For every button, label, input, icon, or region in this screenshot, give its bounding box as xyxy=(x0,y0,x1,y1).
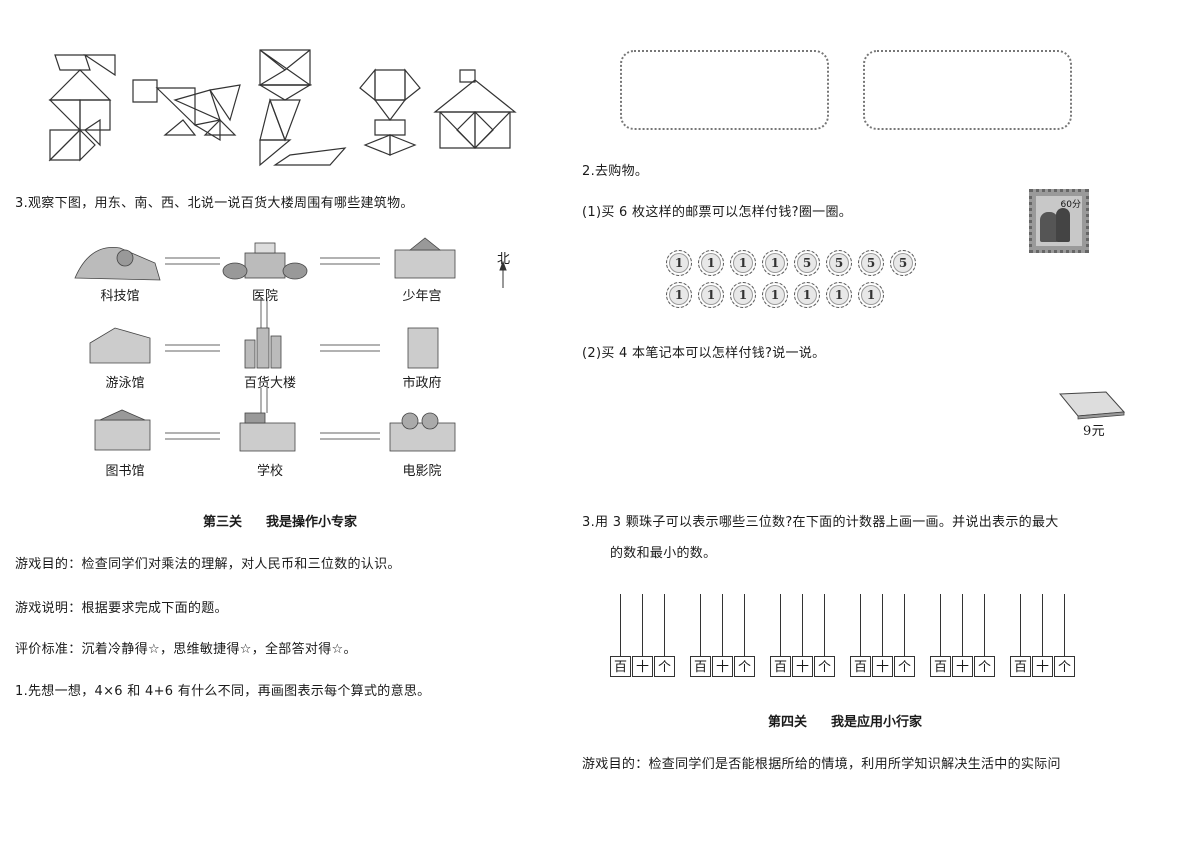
tangram-figures xyxy=(48,49,517,167)
abacus-place-label: 个 xyxy=(1054,656,1075,677)
label-yiyuan: 医院 xyxy=(251,289,278,304)
section-4-goal: 游戏目的：检查同学们是否能根据所给的情境，利用所学知识解决生活中的实际问 xyxy=(582,757,1061,772)
coin[interactable]: 1 xyxy=(666,250,692,276)
coin[interactable]: 5 xyxy=(858,250,884,276)
section-3-instructions: 游戏说明：根据要求完成下面的题。 xyxy=(15,601,228,616)
abacus-place-label: 个 xyxy=(814,656,835,677)
section-4-title: 第四关 xyxy=(768,715,808,730)
abacus-rod[interactable] xyxy=(882,594,883,656)
coin[interactable]: 1 xyxy=(826,282,852,308)
coin[interactable]: 1 xyxy=(666,282,692,308)
abacus-rod[interactable] xyxy=(904,594,905,656)
abacus-place-label: 十 xyxy=(792,656,813,677)
label-baihuo: 百货大楼 xyxy=(243,376,296,391)
abacus-rod[interactable] xyxy=(802,594,803,656)
abacus-rod[interactable] xyxy=(664,594,665,656)
section-3-title: 第三关 xyxy=(203,515,243,530)
label-shizheng: 市政府 xyxy=(402,376,442,391)
abacus-counter[interactable]: 百十个 xyxy=(850,594,916,684)
coin[interactable]: 5 xyxy=(890,250,916,276)
coin[interactable]: 5 xyxy=(794,250,820,276)
coin[interactable]: 1 xyxy=(698,282,724,308)
north-label: 北 xyxy=(497,252,511,267)
question-2-2: (2)买 4 本笔记本可以怎样付钱?说一说。 xyxy=(582,346,826,361)
question-3-observe: 3.观察下图，用东、南、西、北说一说百货大楼周围有哪些建筑物。 xyxy=(15,196,414,211)
notebook-price: 9元 xyxy=(1083,424,1105,439)
section-3-name: 我是操作小专家 xyxy=(266,515,358,530)
abacus-place-label: 百 xyxy=(930,656,951,677)
abacus-place-label: 十 xyxy=(632,656,653,677)
abacus-group: 百十个百十个百十个百十个百十个百十个 xyxy=(610,594,1080,684)
abacus-rod[interactable] xyxy=(860,594,861,656)
abacus-place-label: 百 xyxy=(690,656,711,677)
coin[interactable]: 1 xyxy=(730,282,756,308)
coin[interactable]: 1 xyxy=(762,282,788,308)
question-1: 1.先想一想，4×6 和 4+6 有什么不同，再画图表示每个算式的意思。 xyxy=(15,684,431,699)
question-2: 2.去购物。 xyxy=(582,164,649,179)
abacus-place-label: 十 xyxy=(952,656,973,677)
abacus-rod[interactable] xyxy=(642,594,643,656)
label-shaonian: 少年宫 xyxy=(402,289,442,304)
section-3-goal: 游戏目的：检查同学们对乘法的理解，对人民币和三位数的认识。 xyxy=(15,557,401,572)
coin[interactable]: 1 xyxy=(794,282,820,308)
abacus-place-label: 百 xyxy=(770,656,791,677)
coin[interactable]: 1 xyxy=(858,282,884,308)
label-tushu: 图书馆 xyxy=(105,464,145,479)
question-3-line-1: 3.用 3 颗珠子可以表示哪些三位数?在下面的计数器上画一画。并说出表示的最大 xyxy=(582,515,1059,530)
abacus-place-label: 十 xyxy=(872,656,893,677)
abacus-counter[interactable]: 百十个 xyxy=(770,594,836,684)
abacus-rod[interactable] xyxy=(824,594,825,656)
coin[interactable]: 1 xyxy=(698,250,724,276)
question-2-1: (1)买 6 枚这样的邮票可以怎样付钱?圈一圈。 xyxy=(582,205,853,220)
abacus-counter[interactable]: 百十个 xyxy=(690,594,756,684)
stamp-image: 60分 xyxy=(1029,189,1089,253)
notebook-image xyxy=(1058,391,1126,420)
label-dianying: 电影院 xyxy=(402,464,442,479)
abacus-place-label: 百 xyxy=(610,656,631,677)
section-4-heading: 第四关 我是应用小行家 xyxy=(768,711,922,730)
abacus-place-label: 百 xyxy=(850,656,871,677)
abacus-place-label: 个 xyxy=(654,656,675,677)
question-3-line-2: 的数和最小的数。 xyxy=(610,546,717,561)
abacus-place-label: 个 xyxy=(974,656,995,677)
abacus-rod[interactable] xyxy=(1042,594,1043,656)
abacus-rod[interactable] xyxy=(700,594,701,656)
abacus-place-label: 个 xyxy=(734,656,755,677)
answer-box-left[interactable] xyxy=(620,50,829,130)
label-youyong: 游泳馆 xyxy=(105,376,145,391)
label-xuexiao: 学校 xyxy=(256,464,283,479)
section-3-criteria: 评价标准：沉着冷静得☆，思维敏捷得☆，全部答对得☆。 xyxy=(15,642,357,657)
abacus-place-label: 十 xyxy=(1032,656,1053,677)
stamp-value: 60分 xyxy=(1060,200,1081,210)
section-4-name: 我是应用小行家 xyxy=(831,715,923,730)
abacus-rod[interactable] xyxy=(940,594,941,656)
label-keji: 科技馆 xyxy=(100,289,140,304)
building-map xyxy=(74,237,507,452)
abacus-place-label: 个 xyxy=(894,656,915,677)
abacus-place-label: 百 xyxy=(1010,656,1031,677)
coin[interactable]: 5 xyxy=(826,250,852,276)
abacus-rod[interactable] xyxy=(962,594,963,656)
abacus-place-label: 十 xyxy=(712,656,733,677)
coin[interactable]: 1 xyxy=(730,250,756,276)
abacus-rod[interactable] xyxy=(722,594,723,656)
abacus-rod[interactable] xyxy=(984,594,985,656)
abacus-rod[interactable] xyxy=(780,594,781,656)
section-3-heading: 第三关 我是操作小专家 xyxy=(203,511,357,530)
abacus-rod[interactable] xyxy=(744,594,745,656)
abacus-counter[interactable]: 百十个 xyxy=(930,594,996,684)
answer-box-right[interactable] xyxy=(863,50,1072,130)
abacus-rod[interactable] xyxy=(1020,594,1021,656)
abacus-rod[interactable] xyxy=(620,594,621,656)
abacus-rod[interactable] xyxy=(1064,594,1065,656)
coin[interactable]: 1 xyxy=(762,250,788,276)
abacus-counter[interactable]: 百十个 xyxy=(1010,594,1076,684)
abacus-counter[interactable]: 百十个 xyxy=(610,594,676,684)
